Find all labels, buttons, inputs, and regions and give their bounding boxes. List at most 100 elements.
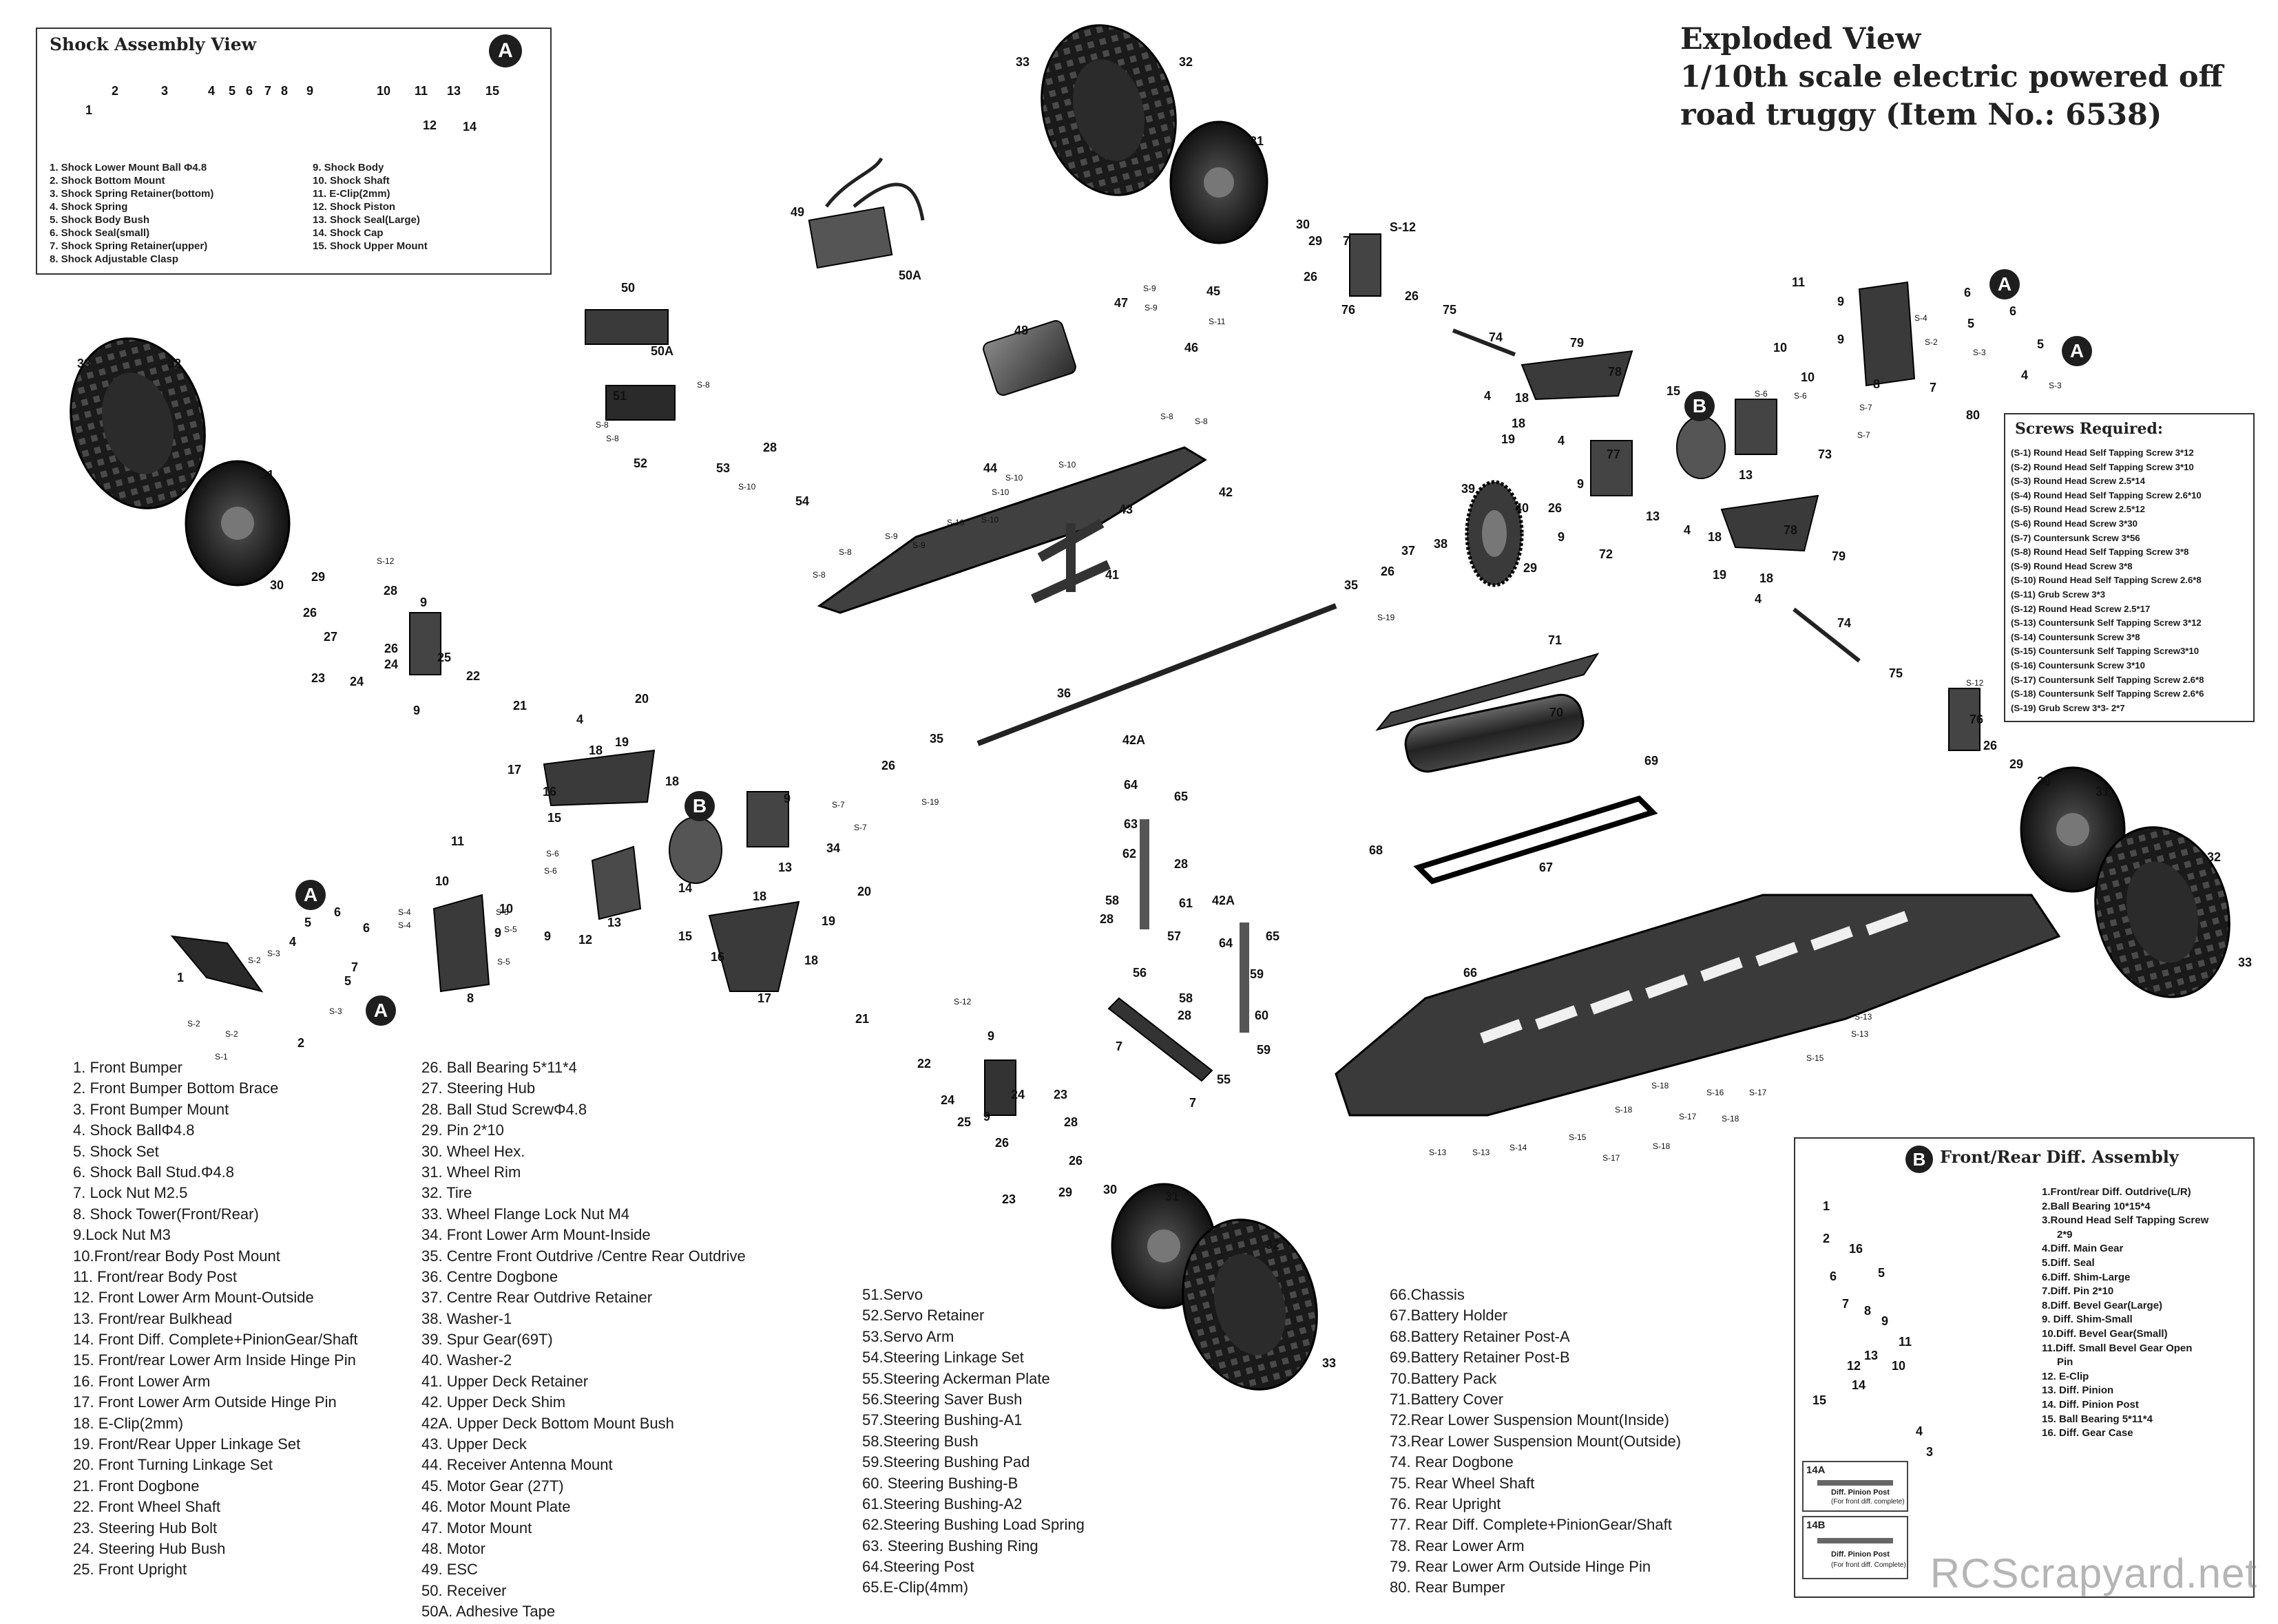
title-line-1: Exploded View — [1680, 22, 1921, 56]
part-callout: 10 — [1801, 370, 1815, 384]
screw-callout: S-17 — [1679, 1112, 1697, 1121]
front-shock-tower — [432, 894, 490, 993]
shock-assembly-title: Shock Assembly View — [50, 34, 257, 54]
legend-item: 36. Centre Dogbone — [421, 1267, 558, 1285]
part-callout: 13 — [778, 861, 793, 874]
part-callout: 38 — [1434, 537, 1448, 551]
legend-item: 7. Lock Nut M2.5 — [73, 1184, 188, 1202]
title-line-3: road truggy (Item No.: 6538) — [1680, 98, 2162, 132]
shock-part-number: 7 — [264, 84, 272, 98]
part-callout: 20 — [635, 692, 649, 706]
legend-item: 39. Spur Gear(69T) — [421, 1331, 553, 1349]
rear-diff — [1676, 416, 1726, 479]
part-callout: 33 — [77, 357, 92, 370]
part-callout: 67 — [1539, 861, 1554, 874]
screw-item: (S-16) Countersunk Screw 3*10 — [2011, 660, 2145, 671]
shock-part-number: 9 — [306, 84, 314, 98]
part-callout: 69 — [1644, 754, 1659, 768]
screw-item: (S-18) Countersunk Self Tapping Screw 2.… — [2011, 688, 2204, 699]
screws-required-box: Screws Required: (S-1) Round Head Self T… — [2004, 413, 2255, 722]
diff-item: 1.Front/rear Diff. Outdrive(L/R) — [2042, 1186, 2191, 1198]
legend-item: 60. Steering Bushing-B — [862, 1474, 1018, 1492]
part-callout: 11 — [451, 834, 465, 848]
steering-ackerman-plate — [1107, 997, 1213, 1082]
part-callout: 33 — [1322, 1356, 1337, 1370]
rim-top-center — [1169, 120, 1268, 244]
legend-item: 19. Front/Rear Upper Linkage Set — [73, 1435, 301, 1453]
tire-front-right — [1182, 1219, 1318, 1391]
diff-callout: 8 — [1864, 1304, 1872, 1318]
diff-assembly-badge: B — [1905, 1146, 1933, 1173]
part-callout: 9 — [1558, 530, 1565, 544]
part-callout: 26 — [1304, 270, 1318, 284]
diff-item: 15. Ball Bearing 5*11*4 — [2042, 1413, 2153, 1425]
screw-item: (S-8) Round Head Self Tapping Screw 3*8 — [2011, 547, 2189, 558]
diff-list: 1.Front/rear Diff. Outdrive(L/R)2.Ball B… — [2042, 1185, 2208, 1441]
part-callout: 50 — [621, 281, 636, 295]
part-callout: 26 — [303, 606, 317, 620]
diff-sub-14b-label: 14B — [1806, 1519, 1826, 1531]
legend-item: 50. Receiver — [421, 1581, 507, 1599]
part-callout: 17 — [757, 991, 772, 1005]
shock-part-number: 15 — [485, 84, 500, 98]
legend-item: 32. Tire — [421, 1184, 472, 1202]
part-callout: 57 — [1167, 929, 1182, 943]
legend-item: 75. Rear Wheel Shaft — [1390, 1474, 1535, 1492]
screw-callout: S-3 — [2049, 381, 2062, 390]
screw-callout: S-4 — [398, 907, 411, 917]
diff-callout: 2 — [1823, 1232, 1830, 1245]
screw-callout: S-19 — [921, 797, 939, 807]
part-callout: 7 — [1116, 1040, 1123, 1053]
screw-item: (S-15) Countersunk Self Tapping Screw3*1… — [2011, 646, 2199, 657]
legend-item: 11. Front/rear Body Post — [73, 1267, 238, 1285]
motor — [983, 320, 1076, 396]
part-callout: 7 — [1189, 1096, 1197, 1110]
legend-item: 10.Front/rear Body Post Mount — [73, 1247, 280, 1265]
rear-upright-bottom — [1948, 688, 1981, 751]
rear-dogbone-top — [1452, 328, 1516, 357]
screw-item: (S-10) Round Head Self Tapping Screw 2.6… — [2011, 575, 2202, 586]
diff-item: 9. Diff. Shim-Small — [2042, 1314, 2133, 1326]
part-callout: 23 — [1054, 1088, 1068, 1101]
part-callout: 32 — [1179, 55, 1193, 69]
part-callout: 32 — [2207, 850, 2222, 864]
legend-item: 76. Rear Upright — [1390, 1495, 1501, 1512]
part-callout: 9 — [413, 704, 421, 717]
part-callout: 28 — [1178, 1009, 1192, 1022]
part-callout: 5 — [344, 974, 352, 988]
title-line-2: 1/10th scale electric powered off — [1680, 60, 2223, 94]
part-callout: 26 — [1983, 739, 1998, 752]
part-callout: 31 — [1165, 1190, 1180, 1203]
screw-callout: S-18 — [1615, 1105, 1633, 1115]
part-callout: 33 — [1016, 55, 1030, 69]
part-callout: 7 — [351, 960, 359, 974]
part-callout: 5 — [2037, 337, 2045, 351]
upper-deck-retainer — [1031, 518, 1111, 604]
screw-callout: S-5 — [504, 925, 517, 934]
screw-callout: S-8 — [839, 547, 852, 557]
part-callout: 9 — [494, 926, 502, 940]
screws-title: Screws Required: — [2015, 420, 2163, 438]
part-callout: 35 — [930, 732, 944, 746]
part-callout: 19 — [1501, 432, 1516, 446]
screw-item: (S-13) Countersunk Self Tapping Screw 3*… — [2011, 618, 2202, 629]
screw-callout: S-17 — [1602, 1153, 1620, 1163]
part-callout: 14 — [678, 881, 693, 895]
part-callout: 28 — [1064, 1115, 1078, 1129]
legend-item: 31. Wheel Rim — [421, 1163, 521, 1181]
part-callout: 26 — [881, 759, 896, 772]
screw-callout: S-19 — [1377, 613, 1395, 622]
part-callout: 74 — [1489, 330, 1503, 344]
part-callout: 27 — [324, 630, 338, 644]
legend-item: 18. E-Clip(2mm) — [73, 1414, 184, 1432]
part-callout: 6 — [363, 921, 370, 935]
part-callout: 21 — [513, 699, 527, 713]
diff-callout: 13 — [1864, 1349, 1879, 1362]
legend-item: 59.Steering Bushing Pad — [862, 1453, 1030, 1471]
battery-cover — [1375, 653, 1600, 731]
shock-part: 9. Shock Body — [313, 162, 384, 173]
part-callout: 29 — [311, 570, 326, 584]
rim-rear-right — [2020, 766, 2126, 893]
part-callout: 15 — [547, 811, 562, 825]
